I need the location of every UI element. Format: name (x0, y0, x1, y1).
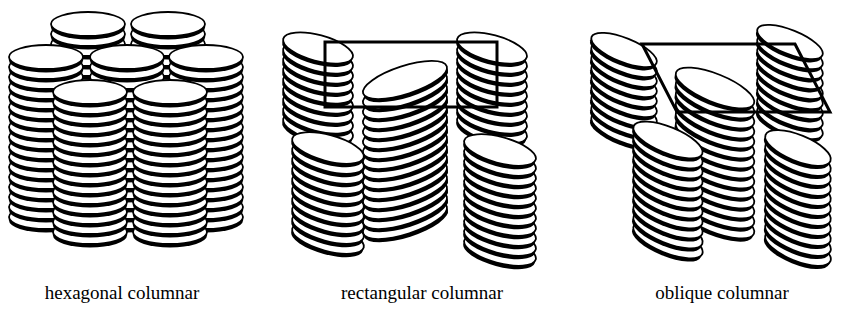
disc-face (280, 26, 356, 70)
disc (628, 114, 708, 169)
disc-face (629, 114, 707, 166)
disc-face (461, 128, 539, 172)
disc-column (460, 128, 539, 276)
disc (169, 45, 243, 73)
disc (359, 53, 452, 110)
disc (288, 126, 367, 174)
disc-face (9, 45, 83, 69)
disc-face (671, 59, 759, 116)
disc-face (359, 53, 451, 107)
disc-face (289, 126, 367, 170)
disc (53, 80, 127, 108)
disc-column (628, 114, 708, 269)
disc-column (759, 123, 835, 277)
disc-face (133, 80, 207, 104)
disc (51, 12, 125, 40)
disc (586, 26, 661, 78)
disc-face (169, 45, 243, 69)
phase-label: rectangular columnar (341, 282, 503, 304)
disc (9, 45, 83, 73)
disc-column (359, 53, 452, 250)
disc-column (133, 80, 207, 248)
disc-column (53, 80, 127, 248)
phase-label: hexagonal columnar (45, 282, 200, 304)
disc-face (587, 26, 661, 74)
disc-face (131, 12, 205, 36)
unit-cell-frame (325, 42, 497, 107)
disc (133, 80, 207, 108)
disc (131, 12, 205, 40)
disc-face (53, 80, 127, 104)
disc (453, 26, 530, 73)
disc-face (753, 18, 827, 66)
disc-face (761, 123, 836, 173)
disc-face (90, 45, 164, 69)
phase-label: oblique columnar (655, 282, 789, 304)
disc-face (454, 26, 530, 70)
disc-column (288, 126, 367, 264)
disc (759, 123, 835, 177)
disc-face (51, 12, 125, 36)
disc (90, 45, 164, 73)
disc (279, 26, 356, 73)
unit-cell-frame (642, 44, 830, 112)
disc (460, 128, 539, 176)
